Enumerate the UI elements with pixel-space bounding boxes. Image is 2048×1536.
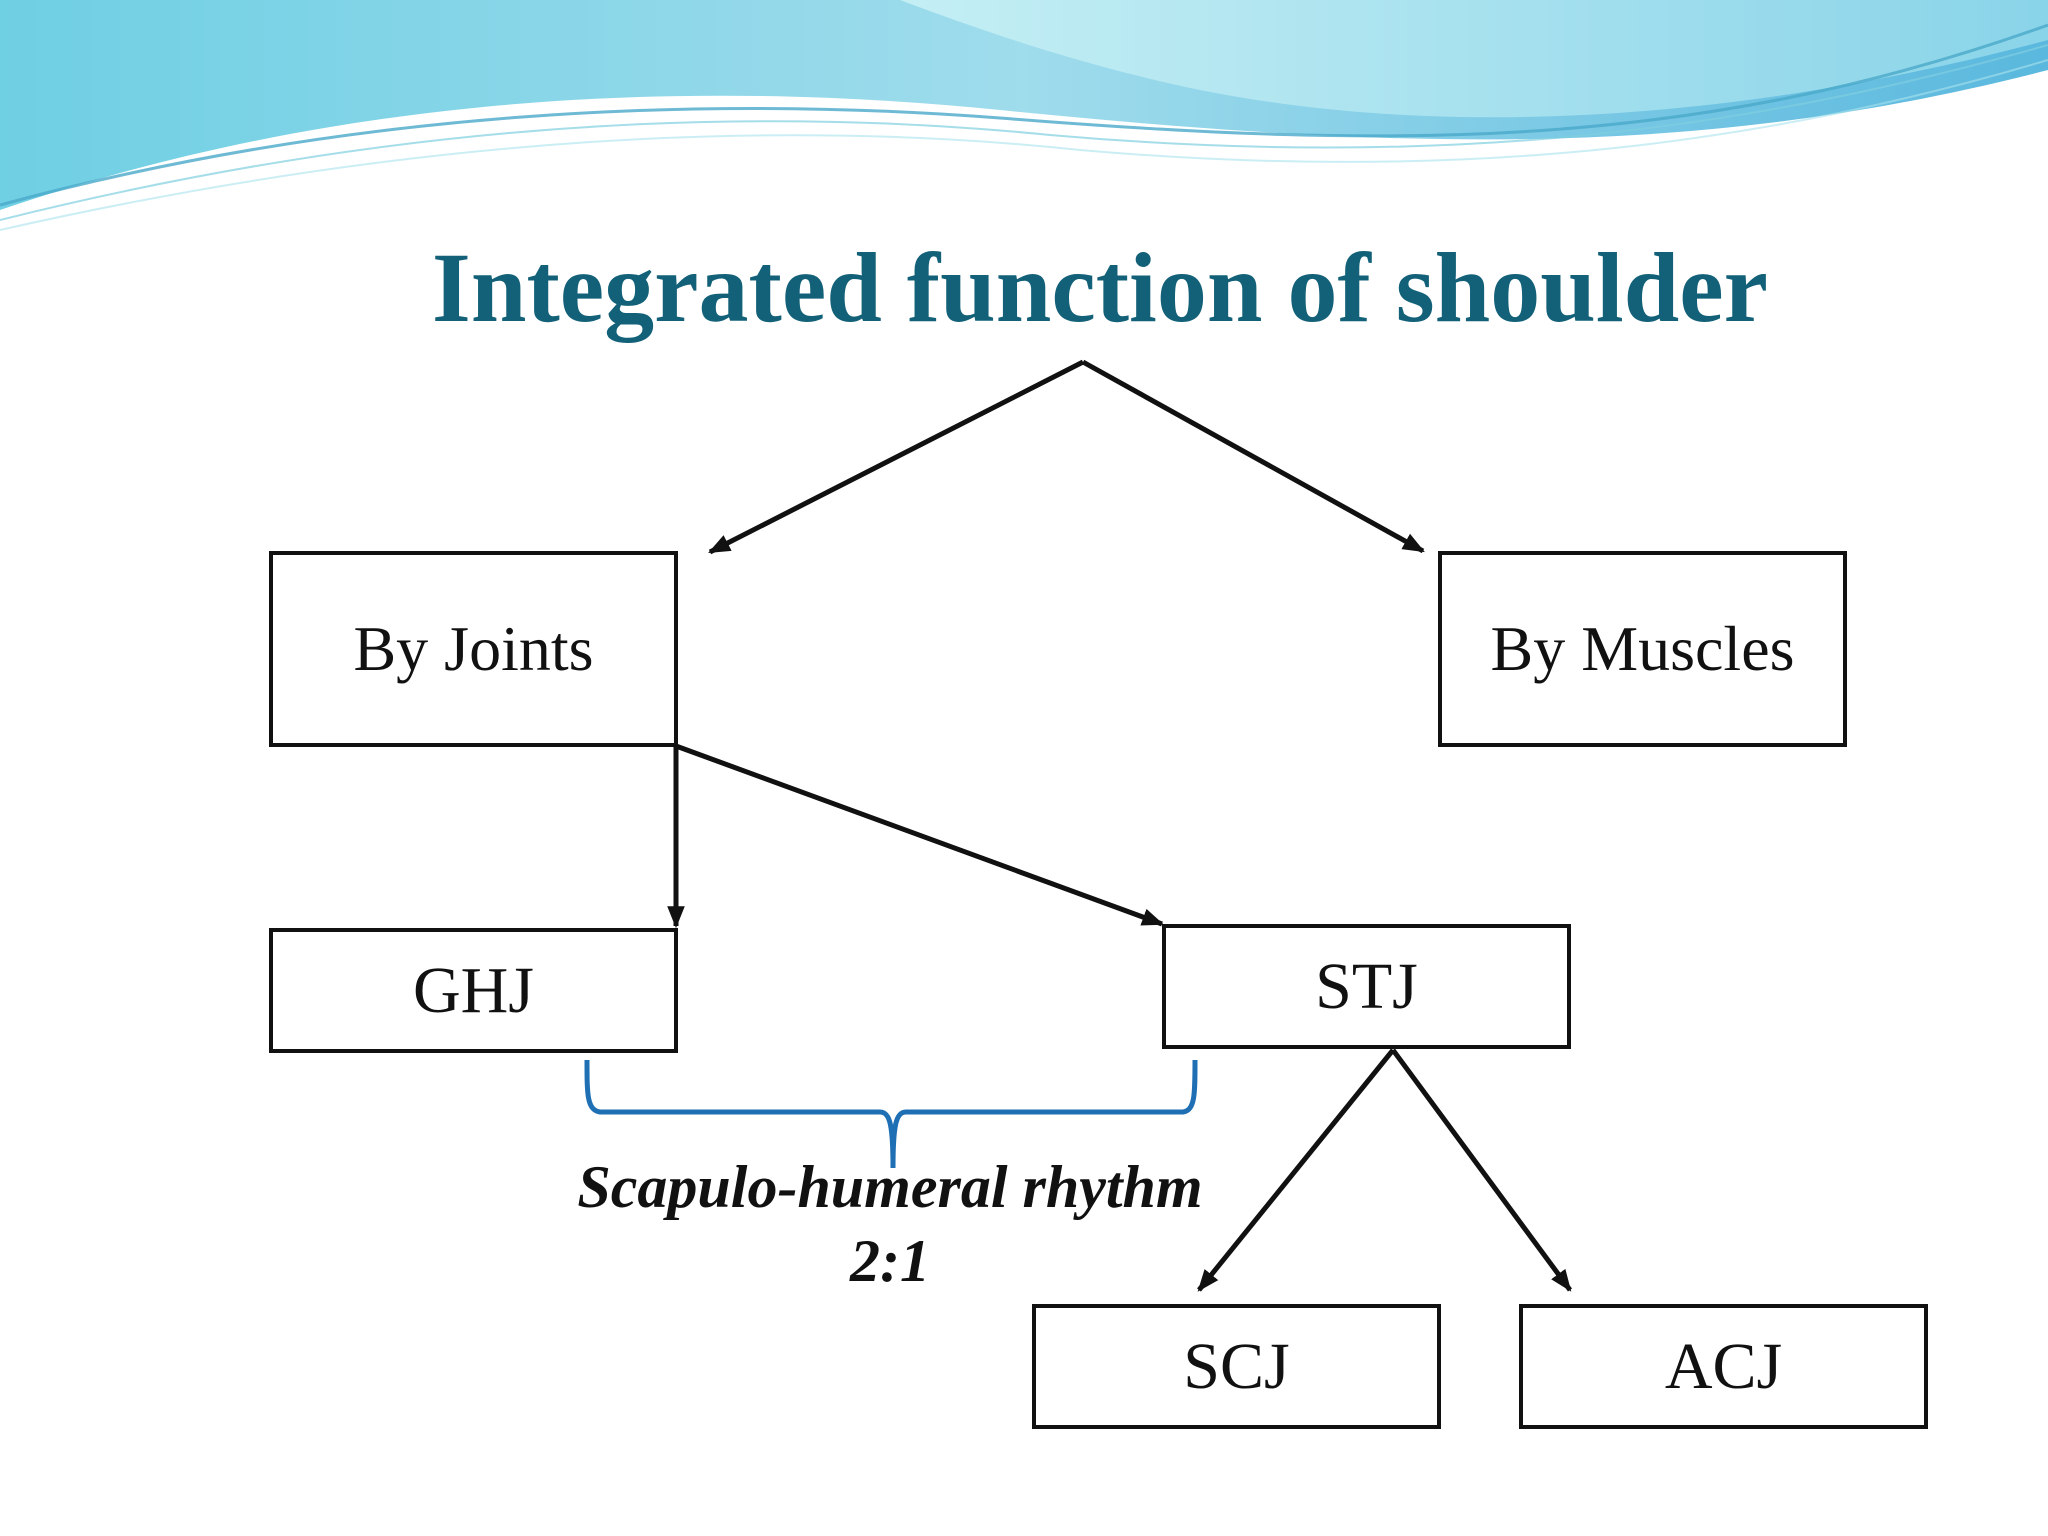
arrow-stj-to-acj [1390,1048,1573,1292]
node-by-joints: By Joints [269,551,678,747]
node-scj-label: SCJ [1183,1329,1290,1403]
scapulo-humeral-rhythm: Scapulo-humeral rhythm 2:1 [490,1150,1290,1298]
node-ghj-label: GHJ [412,953,534,1027]
node-ghj: GHJ [269,928,678,1053]
node-scj: SCJ [1032,1304,1441,1429]
scapulo-humeral-brace [584,1059,1198,1169]
page-title: Integrated function of shoulder [431,232,1769,343]
node-by-joints-label: By Joints [353,613,594,684]
rhythm-ratio: 2:1 [850,1228,930,1294]
rhythm-label: Scapulo-humeral rhythm [577,1154,1203,1220]
node-acj: ACJ [1519,1304,1928,1429]
node-by-muscles-label: By Muscles [1490,613,1795,684]
arrow-title-to-by-muscles [1081,359,1425,554]
node-stj: STJ [1162,924,1571,1049]
node-by-muscles: By Muscles [1438,551,1847,747]
arrow-by-joints-to-stj [675,743,1165,927]
arrow-title-to-by-joints [708,359,1085,555]
header-wave [0,0,2048,231]
arrow-stj-to-scj [1197,1048,1395,1292]
node-acj-label: ACJ [1664,1329,1783,1403]
node-stj-label: STJ [1315,949,1418,1023]
connectors [667,359,1573,1292]
